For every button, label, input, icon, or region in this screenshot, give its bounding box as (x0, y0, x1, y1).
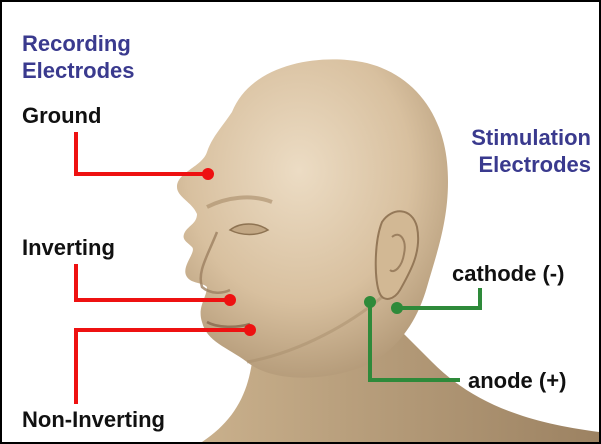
recording-title-line2: Electrodes (22, 57, 135, 84)
stimulation-electrodes-title: Stimulation Electrodes (471, 124, 591, 178)
recording-electrodes-title: Recording Electrodes (22, 30, 135, 84)
anode-label: anode (+) (468, 367, 566, 394)
stimulation-title-line2: Electrodes (471, 151, 591, 178)
recording-title-line1: Recording (22, 30, 135, 57)
cathode-label: cathode (-) (452, 260, 564, 287)
ground-label: Ground (22, 102, 101, 129)
stimulation-title-line1: Stimulation (471, 124, 591, 151)
non-inverting-label: Non-Inverting (22, 406, 165, 433)
inverting-label: Inverting (22, 234, 115, 261)
